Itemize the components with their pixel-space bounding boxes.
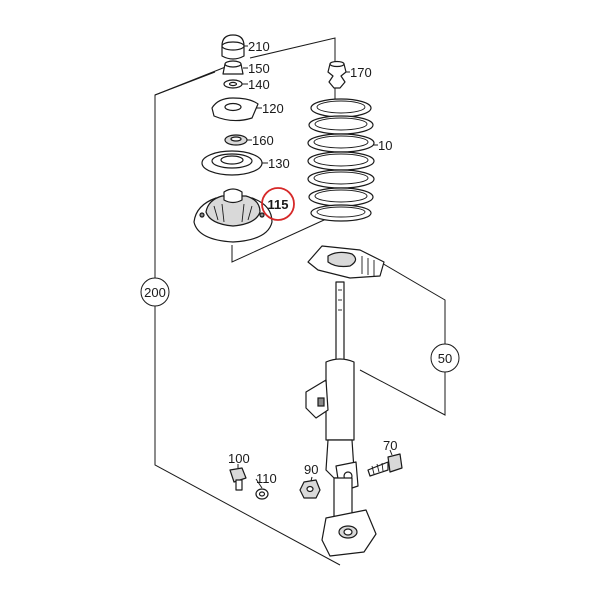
part-120-plate [211,97,259,122]
leader-70 [389,449,393,456]
part-70-bolt [367,453,403,477]
highlight-115[interactable]: 115 [261,187,295,221]
callout-115: 115 [268,197,289,212]
callout-120: 120 [262,101,284,116]
callout-70: 70 [383,438,397,453]
part-115-strut-mount [193,188,273,243]
callout-200: 200 [144,285,166,300]
part-strut-damper [305,281,377,557]
part-110-washer [255,488,269,500]
part-100-bolt [229,467,247,491]
callout-10: 10 [378,138,392,153]
part-90-nut [299,479,321,499]
callout-100: 100 [228,451,250,466]
group-200-top-link [154,65,229,96]
group-50-bracket [359,261,446,416]
leader-110 [255,478,263,489]
part-130-bearing [201,150,263,176]
part-170-bump-stop [327,60,347,89]
part-210-cap [221,34,245,60]
part-spring-seat [307,245,385,279]
callout-160: 160 [252,133,274,148]
part-150-nut [222,60,244,75]
callout-50: 50 [438,351,452,366]
leader-90 [310,476,313,482]
callout-200-badge: 200 [140,277,170,307]
callout-130: 130 [268,156,290,171]
callout-210: 210 [248,39,270,54]
part-10-coil-spring [307,98,375,222]
callout-150: 150 [248,61,270,76]
callout-140: 140 [248,77,270,92]
part-160-bushing [224,134,248,146]
callout-110: 110 [256,471,277,486]
callout-170: 170 [350,65,372,80]
highlight-ring [261,187,295,221]
callout-50-badge: 50 [430,343,460,373]
part-140-washer [223,79,243,89]
callout-90: 90 [304,462,318,477]
